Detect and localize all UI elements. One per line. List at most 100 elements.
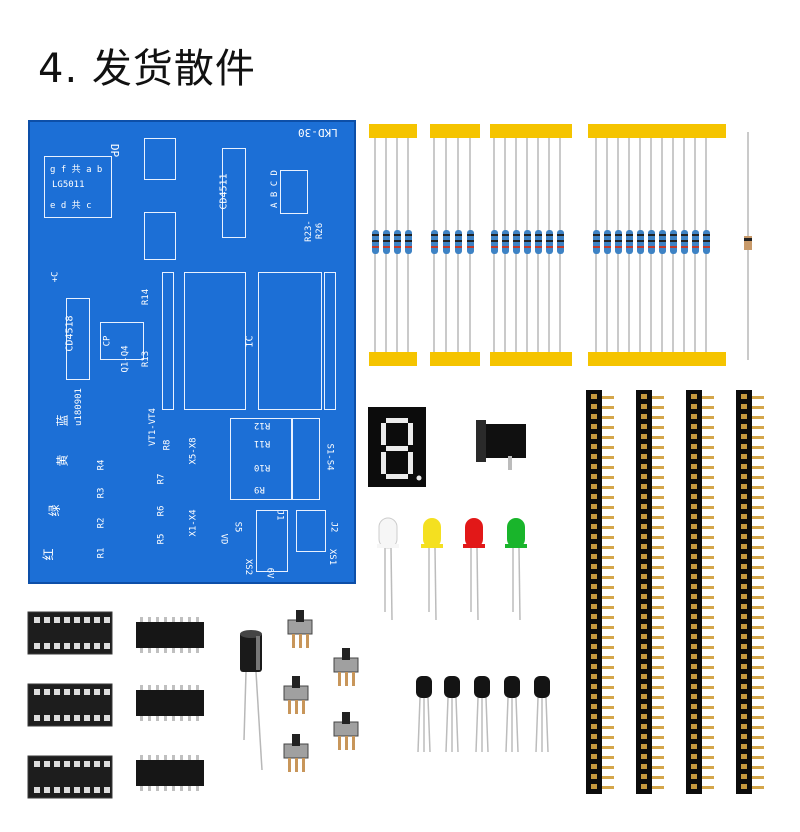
header-pin [752, 506, 764, 509]
header-pin [752, 776, 764, 779]
header-pin [752, 586, 764, 589]
header-pin [702, 746, 714, 749]
header-pin-top [591, 434, 597, 439]
pin-header [686, 390, 702, 794]
header-pin [752, 566, 764, 569]
ic-pin [196, 685, 199, 690]
header-pin-top [591, 554, 597, 559]
header-pin [602, 696, 614, 699]
header-pin [702, 576, 714, 579]
header-pin [652, 786, 664, 789]
header-pin [652, 536, 664, 539]
header-pin-top [641, 784, 647, 789]
socket-hole [74, 787, 80, 793]
header-pin [752, 746, 764, 749]
header-pin-top [691, 484, 697, 489]
resistor-band [431, 234, 438, 236]
transistor-body [534, 676, 550, 698]
header-pin [652, 746, 664, 749]
pad-strip-right [324, 272, 336, 410]
switch-knob [296, 610, 304, 622]
ic-pin [148, 617, 151, 622]
resistor-band [524, 234, 531, 236]
header-pin [652, 726, 664, 729]
socket-hole [34, 689, 40, 695]
led-1 [378, 517, 398, 549]
socket-hole [104, 643, 110, 649]
ics [136, 617, 204, 791]
transistor-body [416, 676, 432, 698]
header-pin [752, 396, 764, 399]
ic-pin [156, 716, 159, 721]
ic-pin [180, 648, 183, 653]
header-pin [602, 576, 614, 579]
header-pin [702, 736, 714, 739]
switch-pin [306, 634, 309, 648]
header-pin-top [691, 704, 697, 709]
resistor-band [648, 246, 655, 248]
ic-pin [180, 786, 183, 791]
ic-pin [164, 716, 167, 721]
ic-pin [140, 755, 143, 760]
header-pin-top [691, 524, 697, 529]
header-pin-top [691, 454, 697, 459]
resistor-band [593, 240, 600, 242]
resistor-band [593, 246, 600, 248]
ic-pin [156, 617, 159, 622]
socket-hole [74, 761, 80, 767]
transistor-lead [535, 697, 539, 753]
resistor-band [535, 234, 542, 236]
header-pin-top [641, 714, 647, 719]
socket-hole [54, 643, 60, 649]
capacitor-lead-2 [255, 671, 263, 771]
header-pin [752, 786, 764, 789]
resistor-band [703, 240, 710, 242]
header-pin-top [691, 744, 697, 749]
header-pin-top [591, 574, 597, 579]
socket-hole [94, 689, 100, 695]
led-rim [377, 544, 399, 548]
header-pin-top [641, 664, 647, 669]
header-pin-top [591, 634, 597, 639]
resistor-band [431, 240, 438, 242]
header-pin [702, 676, 714, 679]
switch-pin [352, 736, 355, 750]
resistor-band [557, 246, 564, 248]
resistor-band [557, 240, 564, 242]
header-pin-top [741, 554, 747, 559]
header-pin [602, 436, 614, 439]
header-pin [752, 576, 764, 579]
ic-pin [148, 648, 151, 653]
dc-jack [480, 424, 526, 458]
header-pin-top [641, 594, 647, 599]
header-pin-top [741, 654, 747, 659]
header-pin [602, 426, 614, 429]
header-pin [602, 526, 614, 529]
header-pin-top [641, 534, 647, 539]
header-pin-top [641, 604, 647, 609]
header-pin [652, 676, 664, 679]
header-pin-top [591, 714, 597, 719]
slide-switches [283, 610, 359, 772]
switch-pin [338, 736, 341, 750]
socket-hole [84, 643, 90, 649]
header-pin-top [591, 404, 597, 409]
ic-pin [164, 755, 167, 760]
header-pin [602, 556, 614, 559]
header-pin-top [591, 684, 597, 689]
header-pin-top [591, 454, 597, 459]
header-pin-top [741, 784, 747, 789]
header-pin [602, 486, 614, 489]
socket-hole [104, 787, 110, 793]
header-pin [702, 456, 714, 459]
header-pin [602, 616, 614, 619]
header-pin [602, 446, 614, 449]
resistor-band [670, 240, 677, 242]
header-pin [652, 686, 664, 689]
header-pin [652, 486, 664, 489]
header-pin [752, 416, 764, 419]
header-pin [702, 546, 714, 549]
header-pin-top [641, 614, 647, 619]
ic-pin [188, 755, 191, 760]
